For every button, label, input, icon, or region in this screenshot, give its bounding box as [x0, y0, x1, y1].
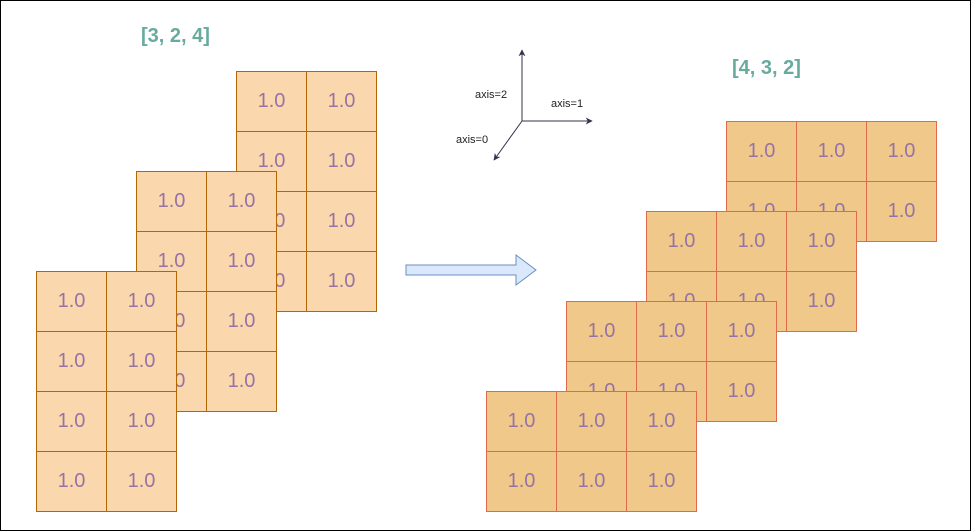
- tensor-cell: 1.0: [307, 192, 377, 252]
- tensor-cell: 1.0: [37, 392, 107, 452]
- tensor-cell: 1.0: [637, 302, 707, 362]
- tensor-cell: 1.0: [867, 122, 937, 182]
- tensor-cell: 1.0: [207, 172, 277, 232]
- tensor-cell: 1.0: [557, 392, 627, 452]
- tensor-cell: 1.0: [787, 272, 857, 332]
- tensor-cell: 1.0: [107, 452, 177, 512]
- input-shape-label: [3, 2, 4]: [141, 25, 210, 47]
- tensor-cell: 1.0: [557, 452, 627, 512]
- axis-0-line: [493, 120, 523, 161]
- tensor-cell: 1.0: [727, 122, 797, 182]
- axis-0-label: axis=0: [456, 134, 489, 146]
- tensor-cell: 1.0: [107, 332, 177, 392]
- tensor-cell: 1.0: [207, 292, 277, 352]
- tensor-cell: 1.0: [487, 452, 557, 512]
- tensor-cell: 1.0: [787, 212, 857, 272]
- tensor-cell: 1.0: [487, 392, 557, 452]
- tensor-cell: 1.0: [307, 132, 377, 192]
- transform-arrow: [405, 254, 537, 286]
- tensor-cell: 1.0: [647, 212, 717, 272]
- tensor-cell: 1.0: [627, 452, 697, 512]
- output-shape-label: [4, 3, 2]: [732, 57, 801, 79]
- tensor-cell: 1.0: [307, 72, 377, 132]
- axis-1-label: axis=1: [551, 98, 584, 110]
- tensor-cell: 1.0: [717, 212, 787, 272]
- tensor-cell: 1.0: [37, 452, 107, 512]
- axis-2-label: axis=2: [475, 89, 508, 101]
- tensor-cell: 1.0: [627, 392, 697, 452]
- tensor-cell: 1.0: [207, 352, 277, 412]
- tensor-cell: 1.0: [307, 252, 377, 312]
- tensor-cell: 1.0: [237, 72, 307, 132]
- tensor-cell: 1.0: [797, 122, 867, 182]
- tensor-cell: 1.0: [37, 332, 107, 392]
- tensor-cell: 1.0: [207, 232, 277, 292]
- tensor-cell: 1.0: [107, 272, 177, 332]
- tensor-cell: 1.0: [37, 272, 107, 332]
- tensor-cell: 1.0: [137, 172, 207, 232]
- tensor-cell: 1.0: [107, 392, 177, 452]
- tensor-cell: 1.0: [707, 362, 777, 422]
- tensor-cell: 1.0: [867, 182, 937, 242]
- tensor-cell: 1.0: [567, 302, 637, 362]
- tensor-cell: 1.0: [707, 302, 777, 362]
